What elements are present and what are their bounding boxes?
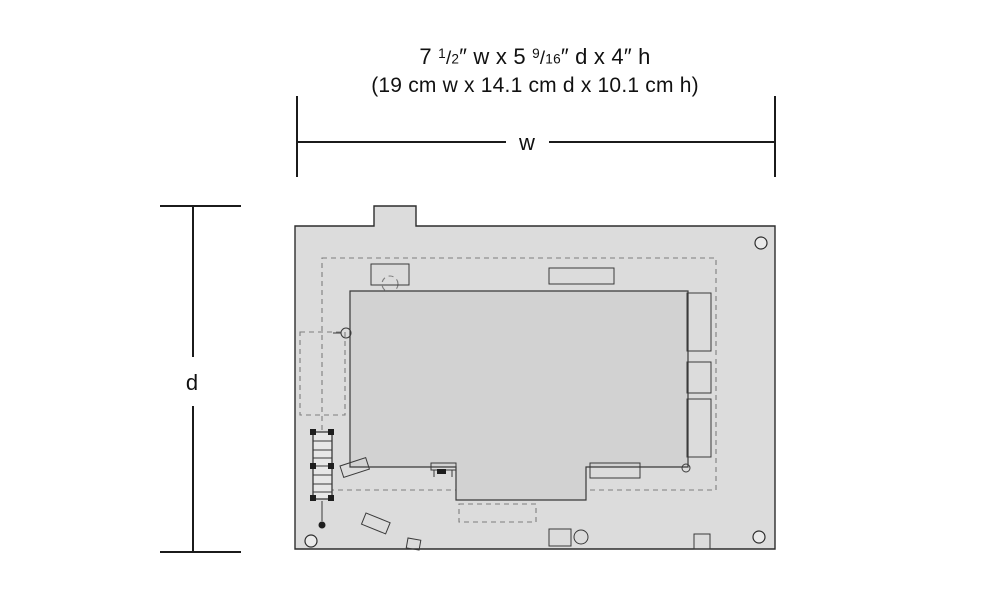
building-footprint bbox=[349, 290, 689, 501]
screw-hole bbox=[304, 534, 318, 548]
box-rect bbox=[548, 528, 572, 547]
ladder-foot bbox=[310, 429, 316, 435]
fraction-numerator: 1 bbox=[438, 45, 446, 61]
depth-label: d bbox=[186, 370, 198, 395]
caption-text: ″ w x 5 bbox=[459, 44, 533, 69]
fraction-numerator: 9 bbox=[532, 45, 540, 61]
crate-detail bbox=[339, 457, 371, 479]
building-footprint-group bbox=[333, 263, 712, 501]
side-extension-dashed bbox=[299, 331, 346, 416]
screw-hole bbox=[752, 530, 766, 544]
crate-rect bbox=[405, 537, 422, 551]
depth-dimension: d bbox=[160, 205, 241, 553]
fraction-denominator: 2 bbox=[451, 51, 460, 67]
width-dimension: w bbox=[296, 96, 776, 177]
platform-rect bbox=[589, 462, 641, 479]
ladder-foot bbox=[328, 495, 334, 501]
roof-vent-rect bbox=[548, 267, 615, 285]
size-metric-text: (19 cm w x 14.1 cm d x 10.1 cm h) bbox=[371, 73, 699, 97]
ladder-drop-end bbox=[318, 521, 326, 529]
size-caption: 7 1/2″ w x 5 9/16″ d x 4″ h (19 cm w x 1… bbox=[371, 42, 699, 100]
caption-text: ″ d x 4″ h bbox=[560, 44, 651, 69]
ladder-foot bbox=[310, 463, 316, 469]
bench-shadow bbox=[437, 469, 446, 474]
caption-text: 7 bbox=[419, 44, 439, 69]
dock-rectangle bbox=[686, 361, 712, 394]
crate-rect bbox=[339, 457, 371, 479]
ladder-foot bbox=[310, 495, 316, 501]
size-imperial-text: 7 1/2″ w x 5 9/16″ d x 4″ h bbox=[371, 42, 699, 72]
chimney-base-rect bbox=[370, 263, 410, 286]
small-circle-detail bbox=[681, 463, 691, 473]
ladder-foot bbox=[328, 429, 334, 435]
bench-detail bbox=[430, 462, 457, 477]
fraction-slash: / bbox=[445, 47, 452, 68]
ladder-foot bbox=[328, 463, 334, 469]
ladder-detail bbox=[310, 429, 334, 529]
screw-hole bbox=[754, 236, 768, 250]
front-platform-dashed bbox=[458, 503, 537, 523]
roof-outline-dashed bbox=[321, 257, 717, 491]
fraction-denominator: 16 bbox=[545, 51, 561, 67]
dock-rectangle bbox=[686, 292, 712, 352]
dock-rectangle bbox=[686, 398, 712, 458]
width-label: w bbox=[518, 130, 535, 155]
accessory-details-group bbox=[339, 457, 589, 551]
box-and-barrel-detail bbox=[548, 528, 589, 547]
fraction-slash: / bbox=[539, 47, 546, 68]
barrel-circle bbox=[573, 529, 589, 545]
corner-square-detail bbox=[693, 533, 711, 550]
crate-detail bbox=[360, 512, 391, 535]
crate-detail bbox=[405, 537, 422, 551]
crate-rect bbox=[360, 512, 391, 535]
